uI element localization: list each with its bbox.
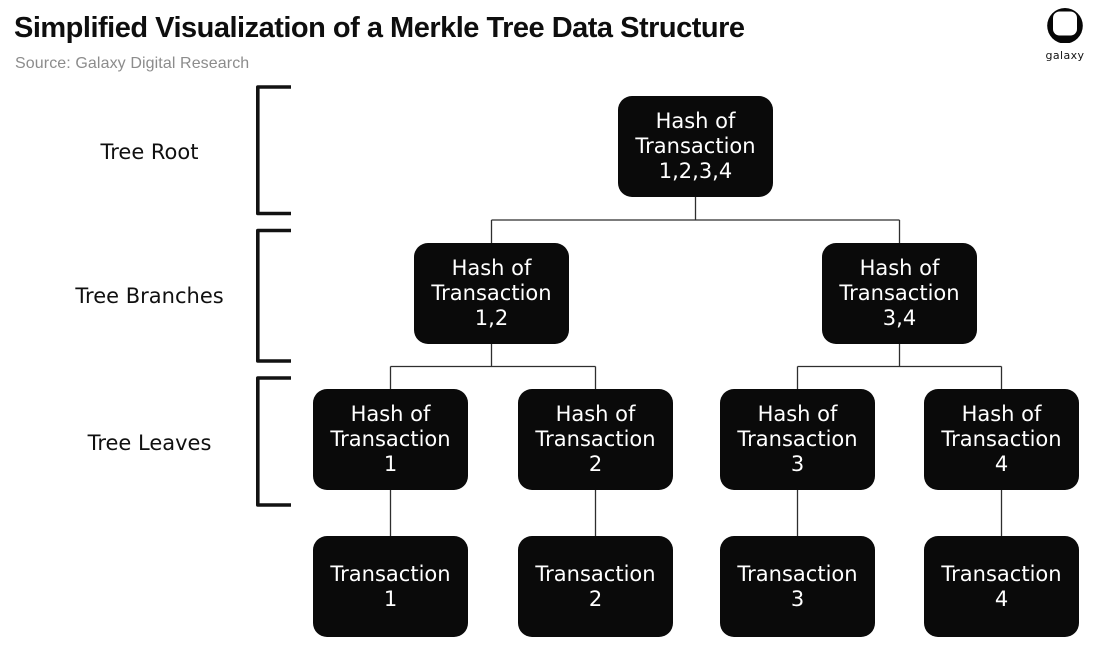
node-text-line: 1 bbox=[383, 586, 398, 611]
node-hash-root: Hash of Transaction 1,2,3,4 bbox=[618, 96, 773, 197]
node-text-line: Transaction bbox=[635, 134, 756, 158]
node-text-line: 1,2 bbox=[474, 306, 509, 330]
node-text-line: 4 bbox=[994, 452, 1009, 476]
node-text-line: Hash of bbox=[555, 402, 636, 426]
node-text-line: Transaction bbox=[330, 561, 451, 586]
bracket-tree-branches bbox=[256, 228, 291, 363]
galaxy-logo-label: galaxy bbox=[1045, 49, 1085, 62]
node-text-line: Hash of bbox=[859, 256, 940, 280]
node-text-line: Transaction bbox=[431, 281, 552, 305]
node-text-line: 3 bbox=[790, 586, 805, 611]
row-label-tree-leaves: Tree Leaves bbox=[87, 431, 212, 455]
node-hash-leaf-4: Hash of Transaction 4 bbox=[924, 389, 1079, 490]
node-transaction-4: Transaction 4 bbox=[924, 536, 1079, 637]
node-text-line: Hash of bbox=[451, 256, 532, 280]
node-transaction-1: Transaction 1 bbox=[313, 536, 468, 637]
node-text-line: Transaction bbox=[535, 427, 656, 451]
row-label-tree-branches: Tree Branches bbox=[75, 284, 224, 308]
node-text-line: 1,2,3,4 bbox=[658, 159, 733, 183]
node-text-line: Hash of bbox=[655, 109, 736, 133]
node-text-line: 3,4 bbox=[882, 306, 917, 330]
node-hash-branch-12: Hash of Transaction 1,2 bbox=[414, 243, 569, 344]
node-hash-branch-34: Hash of Transaction 3,4 bbox=[822, 243, 977, 344]
bracket-tree-root bbox=[256, 85, 291, 216]
node-text-line: 2 bbox=[588, 586, 603, 611]
node-hash-leaf-1: Hash of Transaction 1 bbox=[313, 389, 468, 490]
connector-lines bbox=[389, 197, 1003, 536]
row-label-tree-root: Tree Root bbox=[100, 140, 199, 164]
node-text-line: 2 bbox=[588, 452, 603, 476]
node-text-line: Transaction bbox=[330, 427, 451, 451]
node-text-line: Transaction bbox=[941, 427, 1062, 451]
source-credit: Source: Galaxy Digital Research bbox=[15, 55, 250, 72]
node-text-line: 4 bbox=[994, 586, 1009, 611]
bracket-tree-leaves bbox=[256, 376, 291, 507]
node-text-line: Hash of bbox=[961, 402, 1042, 426]
node-text-line: Hash of bbox=[350, 402, 431, 426]
node-text-line: 3 bbox=[790, 452, 805, 476]
node-text-line: Transaction bbox=[737, 427, 858, 451]
node-text-line: Hash of bbox=[757, 402, 838, 426]
node-text-line: Transaction bbox=[941, 561, 1062, 586]
node-text-line: 1 bbox=[383, 452, 398, 476]
node-hash-leaf-2: Hash of Transaction 2 bbox=[518, 389, 673, 490]
node-hash-leaf-3: Hash of Transaction 3 bbox=[720, 389, 875, 490]
node-text-line: Transaction bbox=[737, 561, 858, 586]
page-title: Simplified Visualization of a Merkle Tre… bbox=[14, 12, 745, 44]
node-text-line: Transaction bbox=[535, 561, 656, 586]
galaxy-helmet-icon bbox=[1047, 8, 1083, 43]
node-transaction-2: Transaction 2 bbox=[518, 536, 673, 637]
node-transaction-3: Transaction 3 bbox=[720, 536, 875, 637]
galaxy-logo: galaxy bbox=[1044, 8, 1086, 62]
node-text-line: Transaction bbox=[839, 281, 960, 305]
